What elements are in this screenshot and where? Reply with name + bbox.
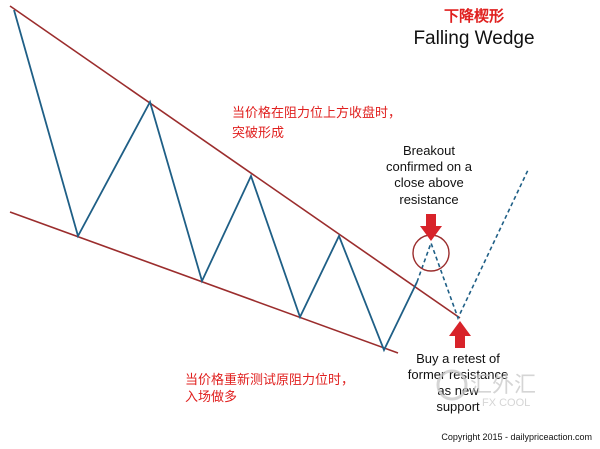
retest-note-cn-line1: 当价格重新测试原阻力位时， xyxy=(185,372,354,388)
breakout-note-line3: close above xyxy=(394,175,463,190)
breakout-note-line2: confirmed on a xyxy=(386,159,473,174)
breakout-arrow-icon xyxy=(420,214,442,241)
watermark-text: 汇外汇 xyxy=(470,373,536,398)
retest-note-line1: Buy a retest of xyxy=(416,351,500,366)
resistance-trendline xyxy=(9,5,461,319)
breakout-note-cn-line1: 当价格在阻力位上方收盘时， xyxy=(232,105,401,121)
support-trendline xyxy=(9,211,399,354)
projected-path xyxy=(416,169,529,321)
breakout-note-line1: Breakout xyxy=(403,143,455,158)
title-cn: 下降楔形 xyxy=(444,7,504,25)
title-en: Falling Wedge xyxy=(413,28,534,49)
watermark-circle-icon xyxy=(436,369,468,401)
retest-note-line3: as new xyxy=(437,383,479,398)
retest-arrow-icon xyxy=(449,321,471,348)
retest-note-line2: former resistance xyxy=(408,367,508,382)
price-path xyxy=(13,9,418,353)
retest-note-line4: support xyxy=(436,399,480,414)
watermark-logo: 汇外汇 FX COOL xyxy=(436,369,536,409)
watermark-sub-text: FX COOL xyxy=(482,397,530,409)
breakout-note-cn-line2: 突破形成 xyxy=(232,125,284,141)
retest-note-cn-line2: 入场做多 xyxy=(185,389,237,405)
copyright: Copyright 2015 - dailypriceaction.com xyxy=(441,432,592,442)
breakout-note-line4: resistance xyxy=(399,192,458,207)
